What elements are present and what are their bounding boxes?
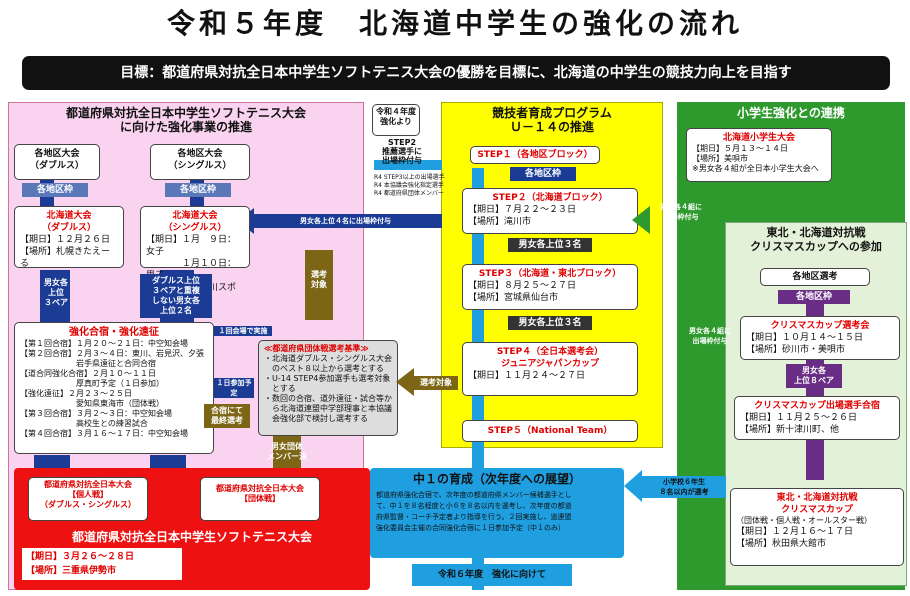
junior-text: 都道府県強化合宿で、次年度の都道府県メンバー候補選手とし て、中１を８名程度と小…: [376, 491, 572, 532]
next-year-box: 令和６年度 強化に向けて: [412, 564, 572, 586]
final-team-box: 都道府県対抗全日本大会 【団体戦】: [200, 477, 320, 521]
area-tag-doubles: 各地区枠: [22, 183, 88, 197]
final-tournament-title: 都道府県対抗全日本中学生ソフトテニス大会: [71, 530, 312, 544]
label-top8: 男女各 上位８ペア: [786, 364, 842, 388]
r4-box: 令和４年度 強化より: [372, 104, 420, 136]
r4-notes: R4 STEP3以上の出場選手 R4 本協議会強化指定選手 R4 都道府県団体メ…: [374, 174, 445, 197]
connector-step2-to-singles: [252, 214, 442, 228]
goal-banner: 目標：都道府県対抗全日本中学生ソフトテニス大会の優勝を目標に、北海道の中学生の競…: [22, 56, 890, 90]
elementary-box: 北海道小学生大会 【期日】５月１３～１４日 【場所】美唄市 ※男女各４組が全日本…: [686, 128, 832, 182]
label-once: １回会場で実施: [214, 326, 272, 336]
step2-note: STEP2 推薦選手に 出場枠付与: [382, 138, 422, 165]
arrow-left-icon: [624, 470, 642, 502]
step1-tag: 各地区枠: [510, 167, 576, 181]
xmas-cup-box: 東北・北海道対抗戦 クリスマスカップ （団体戦・個人戦・オールスター戦） 【期日…: [730, 488, 904, 566]
connector-doubles-to-camp: [40, 270, 70, 330]
xmas-area-select: 各地区選考: [760, 268, 870, 286]
top3-label-b: 男女各上位３名: [508, 316, 592, 330]
junior-box: [370, 468, 624, 558]
xmas-camp-box: クリスマスカップ出場選手合宿 【期日】１１月２５～２６日 【場所】新十津川町、他: [734, 396, 900, 440]
label-one-day: １日参加予定: [214, 378, 254, 398]
right-header: 小学生強化との連携: [737, 106, 845, 120]
junior-title: 中１の育成（次年度への展望）: [412, 472, 581, 486]
connector-r4-to-step2: [374, 160, 442, 170]
step4-box: STEP４（全日本選考会） ジュニアジャパンカップ 【期日】１１月２４～２７日: [462, 342, 638, 396]
arrow-left-icon: [632, 206, 650, 234]
final-individual-box: 都道府県対抗全日本大会 【個人戦】 （ダブルス・シングルス）: [28, 477, 148, 521]
connector-select-olive: [305, 250, 333, 320]
xmas-header: 東北・北海道対抗戦 クリスマスカップへの参加: [750, 226, 882, 253]
final-tournament-info: 【期日】３月２６～２８日 【場所】三重県伊勢市: [22, 548, 182, 580]
step2-box: STEP２（北海道ブロック） 【期日】７月２２～２３日 【場所】滝川市: [462, 188, 638, 234]
step5-box: STEP５（National Team）: [462, 420, 638, 442]
area-singles-box: 各地区大会 （シングルス）: [150, 144, 250, 180]
label-to-singles: 男女各上位４名に出場枠付与: [300, 217, 391, 225]
arrow-left-icon: [396, 368, 414, 396]
label-elem-to-step2: 男女各４組に 出場枠付与: [660, 203, 702, 221]
label-doubles-top3: 男女各 上位 ３ペア: [44, 278, 68, 307]
team-standard-box: ≪都道府県団体戦選考基準≫ ・北海道ダブルス・シングルス大会 のベスト８以上から…: [258, 340, 398, 436]
left-header: 都道府県対抗全日本中学生ソフトテニス大会 に向けた強化事業の推進: [65, 106, 306, 134]
area-doubles-box: 各地区大会 （ダブルス）: [14, 144, 100, 180]
label-singles-top2: ダブルス上位 ３ペアと重複 しない男女各 上位２名: [140, 274, 212, 318]
hokkaido-doubles-box: 北海道大会 （ダブルス） 【期日】１２月２６日 【場所】札幌きたえーる: [14, 206, 124, 269]
label-select-target-step4: 選考対象: [414, 376, 458, 390]
step1-box: STEP１（各地区ブロック）: [470, 146, 600, 164]
xmas-select-box: クリスマスカップ選考会 【期日】１０月１４～１５日 【場所】砂川市・美唄市: [740, 316, 900, 360]
area-tag-singles: 各地区枠: [165, 183, 231, 197]
label-select-target: 選考 対象: [311, 270, 327, 289]
camp-box: 強化合宿・強化遠征 【第１回合宿】１月２０～２１日：中空知会場 【第２回合宿】２…: [14, 322, 214, 454]
label-final-select: 合宿にて 最終選考: [204, 404, 250, 428]
label-to-xmas: 男女各４組に 出場枠付与: [689, 327, 731, 345]
middle-header: 競技者育成プログラム Ｕ－１４の推進: [492, 106, 612, 134]
top3-label-a: 男女各上位３名: [508, 238, 592, 252]
step3-box: STEP３（北海道・東北ブロック） 【期日】８月２５～２７日 【場所】宮城県仙台…: [462, 264, 638, 310]
label-elem6: 小学校６年生 ８名以内が選考: [642, 476, 726, 498]
page-title: 令和５年度 北海道中学生の強化の流れ: [166, 7, 743, 40]
xmas-area-tag: 各地区枠: [778, 290, 850, 304]
label-team-members: 男女団体 メンバー決: [267, 442, 307, 461]
hokkaido-singles-box: 北海道大会 （シングルス） 【期日】１月 ９日：女子 １月１０日：男子 【場所】…: [140, 206, 250, 305]
